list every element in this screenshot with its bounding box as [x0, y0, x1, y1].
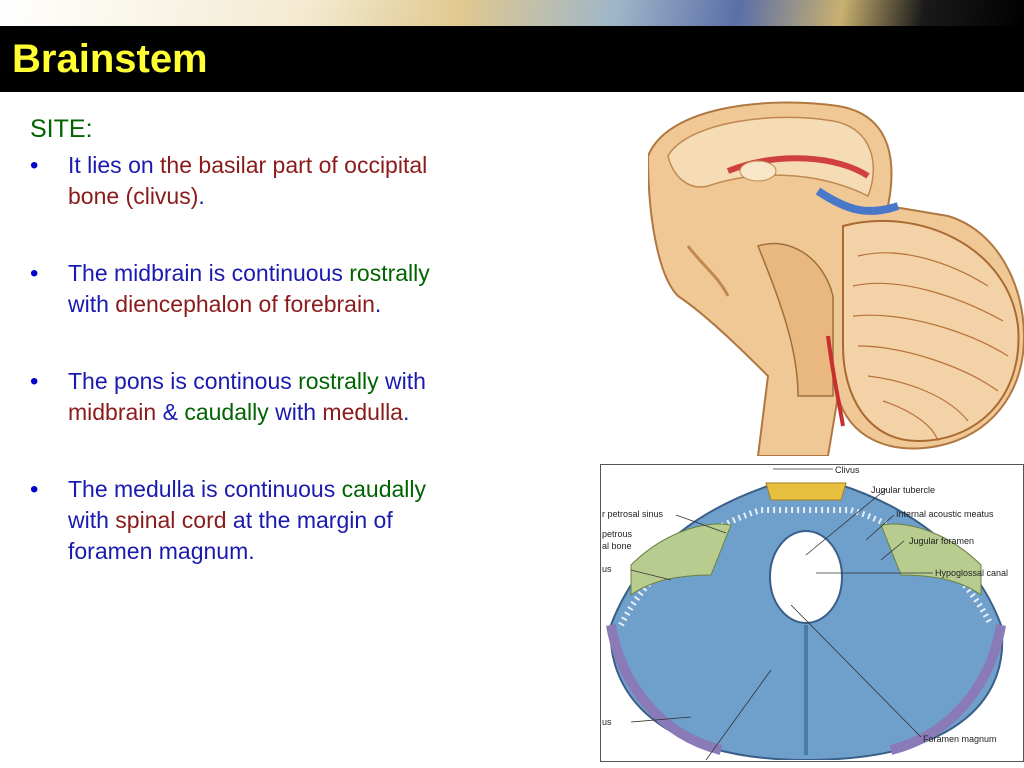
bullet-segment: at the margin of foramen magnum: [68, 507, 393, 564]
bullet-segment: with: [68, 507, 116, 533]
title-bar: [0, 26, 1024, 92]
label-clivus: Clivus: [835, 465, 860, 475]
bullet-segment: with: [378, 368, 426, 394]
label-foramen-magnum: Foramen magnum: [923, 734, 997, 744]
bullet-segment: the basilar part of occipital bone (cliv…: [68, 152, 428, 209]
bullet-segment: .: [374, 291, 382, 317]
bullet-segment: caudally: [184, 399, 269, 425]
bullet-segment: spinal cord: [115, 507, 227, 533]
site-heading: SITE:: [30, 115, 93, 143]
bullet-segment: medulla: [322, 399, 403, 425]
bullet-segment: .: [198, 183, 205, 209]
label-internal-acoustic-meatus: Internal acoustic meatus: [896, 509, 994, 519]
brain-sagittal-figure: [648, 101, 1024, 456]
bullet-text: The midbrain is continuous rostrally wit…: [68, 260, 430, 317]
bullet-segment: rostrally: [349, 260, 430, 286]
skull-base-drawing: Clivus Jugular tubercle Internal acousti…: [602, 465, 1008, 761]
label-hypoglossal-canal: Hypoglossal canal: [935, 568, 1008, 578]
bullet-segment: The midbrain is continuous: [68, 260, 350, 286]
bullet-icon: •: [30, 368, 39, 395]
bullet-text: The pons is continous rostrally with mid…: [68, 368, 426, 425]
bullet-item: • The midbrain is continuous rostrally wi…: [30, 258, 470, 320]
bullet-segment: with: [68, 291, 116, 317]
label-petrous: petrous: [602, 529, 633, 539]
label-us-lower: us: [602, 717, 612, 727]
bullet-item: • The pons is continous rostrally with mi…: [30, 366, 470, 428]
bullet-text: The medulla is continuous caudally with …: [68, 476, 426, 564]
bullet-segment: diencephalon of forebrain: [115, 291, 375, 317]
slide-title: Brainstem: [12, 37, 208, 81]
bullet-segment: &: [156, 399, 185, 425]
bullet-segment: .: [248, 538, 255, 564]
bullet-icon: •: [30, 260, 39, 287]
bullet-segment: rostrally: [298, 368, 379, 394]
bullet-segment: The medulla is continuous: [68, 476, 342, 502]
bullet-item: • The medulla is continuous caudally with…: [30, 474, 470, 567]
bullet-text: It lies on the basilar part of occipital…: [68, 152, 427, 209]
bullet-segment: The pons is continous: [68, 368, 299, 394]
label-petrous-bone: al bone: [602, 541, 632, 551]
bullet-item: • It lies on the basilar part of occipita…: [30, 150, 470, 212]
bullet-list: • It lies on the basilar part of occipita…: [30, 150, 470, 613]
bullet-segment: It lies on: [68, 152, 161, 178]
bullet-segment: with: [268, 399, 323, 425]
bullet-segment: .: [402, 399, 410, 425]
bullet-icon: •: [30, 152, 39, 179]
label-jugular-foramen: Jugular foramen: [909, 536, 974, 546]
bullet-segment: caudally: [341, 476, 426, 502]
label-us-upper: us: [602, 564, 612, 574]
label-jugular-tubercle: Jugular tubercle: [871, 485, 935, 495]
label-petrosal-sinus: r petrosal sinus: [602, 509, 664, 519]
decorative-header-strip: [0, 0, 1024, 26]
bullet-icon: •: [30, 476, 39, 503]
skull-base-figure: Clivus Jugular tubercle Internal acousti…: [600, 464, 1024, 762]
bullet-segment: midbrain: [68, 399, 157, 425]
